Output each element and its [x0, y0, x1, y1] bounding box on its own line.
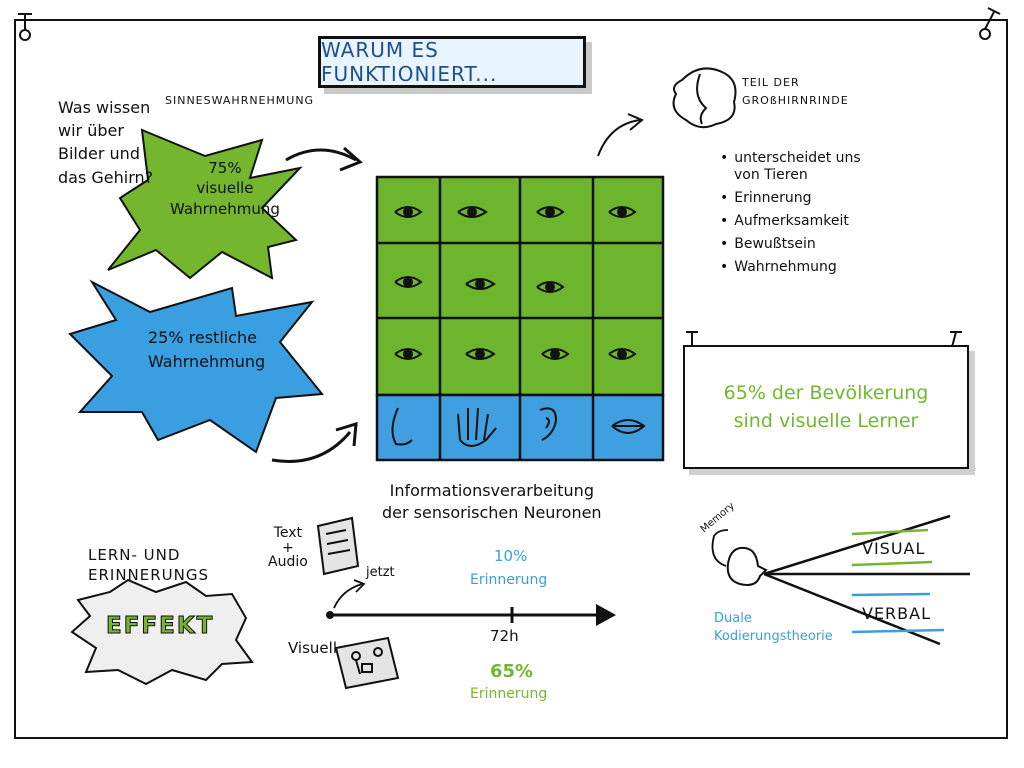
timeline-start-dot — [326, 611, 334, 619]
green-blob-line: 75% — [208, 159, 242, 177]
verbal-label: VERBAL — [862, 604, 932, 623]
effekt-word: EFFEKT — [105, 612, 215, 639]
pin-icon-top-left — [18, 13, 32, 41]
branch-verbal-bottom — [763, 572, 941, 646]
visual-pct: 65% — [490, 661, 534, 682]
text-audio-pct: 10% — [494, 547, 528, 565]
brain-label-line: GROßHIRNRINDE — [742, 93, 849, 107]
green-blob-line: Wahrnehmung — [170, 199, 280, 218]
text-audio-label: Text + Audio — [268, 526, 308, 570]
brain-icon — [672, 67, 737, 129]
grid-caption: Informationsverarbeitung der sensorische… — [382, 480, 602, 525]
question-line: das Gehirn? — [58, 167, 154, 187]
effekt-heading-line: ERINNERUNGS — [88, 565, 210, 584]
question-line: wir über — [58, 121, 124, 141]
sinnes-label: SINNESWAHRNEHMUNG — [165, 94, 315, 107]
green-blob-text: 75% visuelle Wahrnehmung — [170, 158, 280, 219]
effekt-heading: LERN- UND ERINNERUNGS — [88, 546, 209, 585]
verbal-underline-top — [851, 592, 931, 597]
brain-bullet-list: unterscheidet uns von Tieren Erinnerung … — [720, 150, 861, 283]
visual-recall-label: Erinnerung — [470, 686, 548, 702]
memory-arrow — [711, 529, 729, 567]
visual-learners-sign: 65% der Bevölkerung sind visuelle Lerner — [683, 345, 969, 469]
blue-blob-line: 25% restliche — [148, 328, 257, 347]
effekt-heading-line: LERN- UND — [88, 546, 181, 564]
grid-caption-line: Informationsverarbeitung — [389, 481, 594, 500]
page-title: WARUM ES FUNKTIONIERT... — [318, 36, 586, 88]
visuell-label: Visuell — [288, 639, 337, 657]
bullet-item: Bewußtsein — [720, 236, 861, 252]
hand-icon — [457, 407, 497, 447]
sign-line: sind visuelle Lerner — [733, 410, 919, 432]
eye-icons — [394, 206, 637, 360]
verbal-underline — [851, 628, 945, 634]
bullet-item: Aufmerksamkeit — [720, 213, 861, 229]
bullet-item-continuation: von Tieren — [734, 167, 808, 184]
timeline-tick-label: 72h — [490, 627, 519, 645]
sensory-neuron-grid — [375, 175, 665, 462]
blue-blob-text: 25% restliche Wahrnehmung — [148, 326, 265, 374]
pin-icon-top-right — [979, 7, 1001, 40]
head-icon — [726, 546, 768, 586]
branch-visual-top — [763, 514, 951, 576]
ear-icon — [539, 407, 558, 441]
arrow-green-to-grid — [285, 148, 357, 162]
arrow-jetzt — [333, 583, 363, 609]
brain-label: TEIL DER GROßHIRNRINDE — [742, 74, 849, 109]
page-frame — [14, 19, 1008, 739]
dual-coding-line: Duale — [714, 611, 752, 626]
text-audio-line: Audio — [268, 554, 308, 571]
nose-icon — [391, 407, 413, 446]
blue-perception-blob — [68, 279, 324, 454]
question-line: Was wissen — [58, 98, 151, 117]
visual-label: VISUAL — [862, 539, 926, 558]
question-line: Bilder und — [58, 144, 140, 164]
dual-coding-theory: Duale Kodierungstheorie — [714, 610, 833, 645]
jetzt-label: jetzt — [366, 565, 395, 580]
text-audio-line: Text — [273, 525, 303, 541]
arrow-to-brain — [597, 119, 641, 157]
text-audio-recall-label: Erinnerung — [470, 572, 548, 588]
intro-question: Was wissen wir über Bilder und das Gehir… — [58, 96, 153, 189]
visual-underline — [851, 560, 933, 567]
green-perception-blob — [107, 128, 303, 280]
dual-coding-line: Kodierungstheorie — [714, 628, 833, 644]
document-icon — [316, 516, 360, 576]
effekt-burst — [70, 578, 254, 686]
blue-blob-line: Wahrnehmung — [148, 352, 266, 371]
brain-label-line: TEIL DER — [742, 76, 800, 89]
visual-board-icon — [334, 636, 400, 690]
arrow-blue-to-grid — [271, 431, 352, 463]
text-audio-line: + — [282, 539, 294, 556]
sign-line: 65% der Bevölkerung — [723, 381, 929, 404]
bullet-item: unterscheidet uns — [720, 150, 860, 166]
visual-underline-top — [851, 528, 929, 536]
bullet-item: Erinnerung — [720, 190, 861, 206]
grid-caption-line: der sensorischen Neuronen — [382, 503, 602, 523]
green-blob-line: visuelle — [196, 179, 254, 198]
mouth-icon — [611, 419, 646, 434]
bullet-item: Wahrnehmung — [720, 259, 861, 275]
